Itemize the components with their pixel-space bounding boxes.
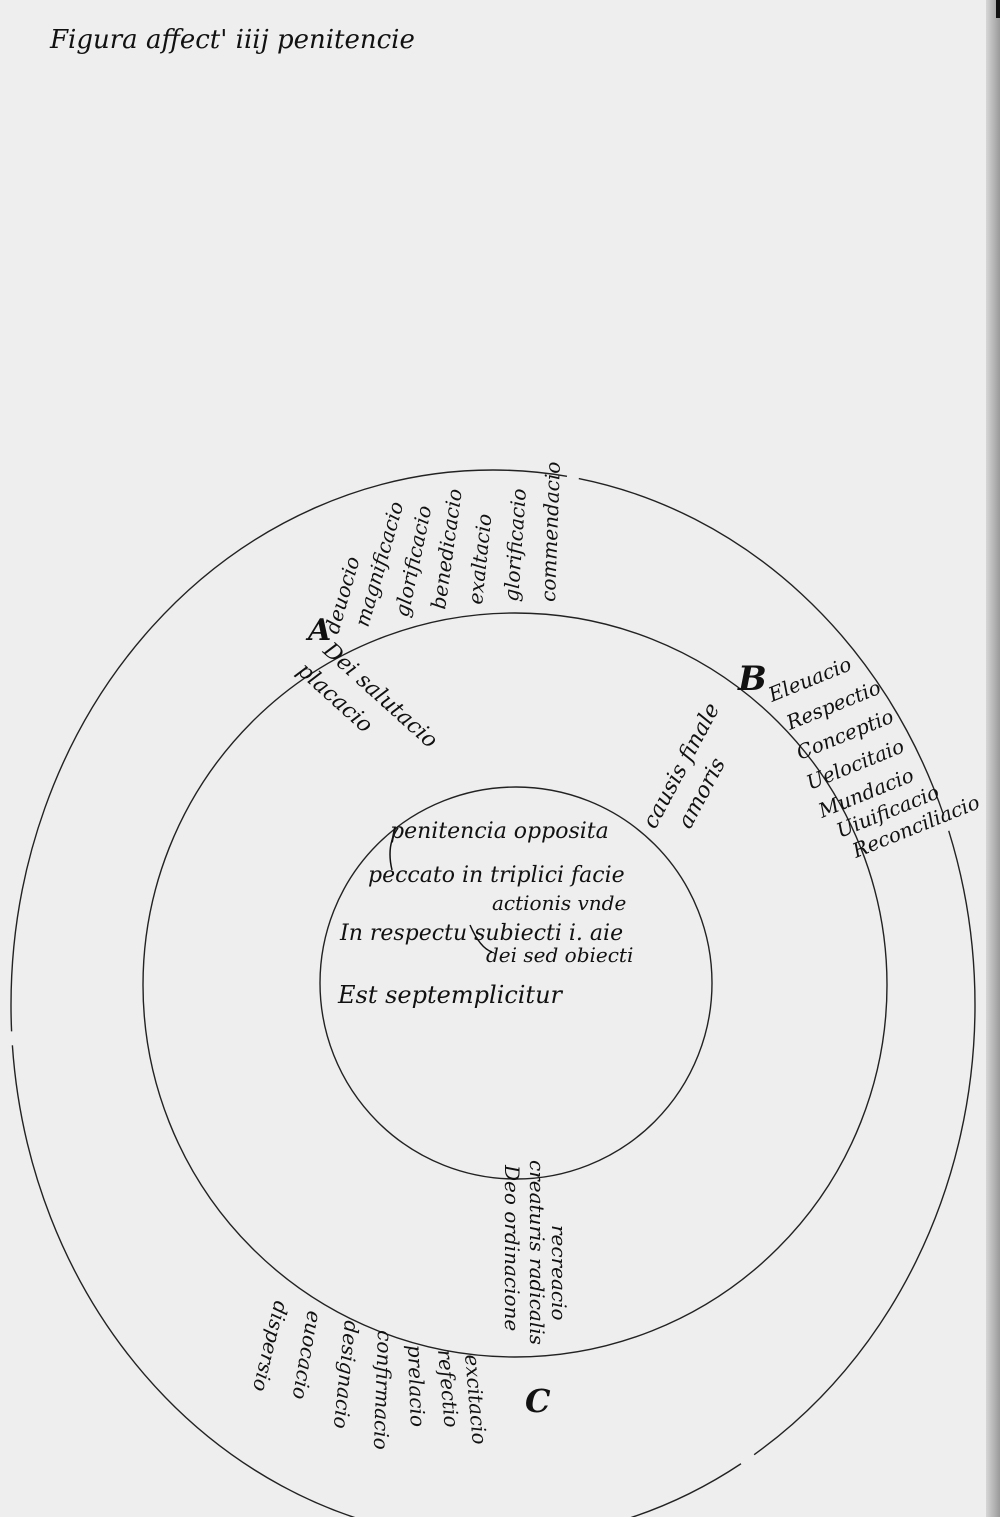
middle-circle — [142, 612, 888, 1358]
center-line-1: penitencia opposita — [390, 819, 609, 844]
section-a-word-5: exaltacio — [463, 512, 496, 605]
center-brace — [389, 827, 493, 953]
section-a: A Dei salutacio placacio deuocio magnifi… — [292, 461, 565, 753]
section-c-word-2: refectio — [433, 1348, 464, 1428]
section-c-letter: C — [525, 1382, 551, 1420]
section-c-word-1: excitacio — [460, 1353, 492, 1445]
section-a-word-4: benedicacio — [426, 487, 467, 610]
outer-circle — [10, 469, 976, 1517]
section-c-word-3: prelacio — [403, 1344, 430, 1427]
center-line-2: peccato in triplici facie — [368, 863, 625, 888]
section-c-word-5: designacio — [329, 1319, 364, 1429]
section-c-inner-2: creaturis radicalis — [525, 1160, 549, 1345]
section-c-word-4: confirmacio — [369, 1330, 397, 1450]
section-a-word-7: commendacio — [536, 461, 565, 602]
page-edge-shadow — [986, 0, 1000, 1517]
section-c-inner-1: Deo ordinacione — [500, 1164, 524, 1331]
section-a-letter: A — [305, 613, 331, 648]
section-c: C Deo ordinacione creaturis radicalis re… — [248, 1160, 571, 1450]
center-text: penitencia opposita peccato in triplici … — [337, 819, 633, 1009]
section-a-word-6: glorificacio — [499, 488, 531, 603]
center-line-3: actionis vnde — [492, 891, 626, 915]
section-c-word-6: euocacio — [288, 1309, 327, 1401]
inner-circle — [319, 786, 713, 1180]
section-c-word-7: dispersio — [248, 1299, 294, 1394]
page-title: Figura affect' iiij penitencie — [49, 25, 415, 55]
center-line-4: In respectu subiecti i. aie — [339, 921, 623, 946]
center-line-6: Est septemplicitur — [337, 981, 564, 1009]
section-b-letter: B — [737, 659, 767, 699]
section-b: B causis finale amoris Eleuacio Respecti… — [638, 652, 983, 863]
center-line-5: dei sed obiecti — [486, 943, 633, 967]
section-c-inner-3: recreacio — [547, 1225, 571, 1321]
